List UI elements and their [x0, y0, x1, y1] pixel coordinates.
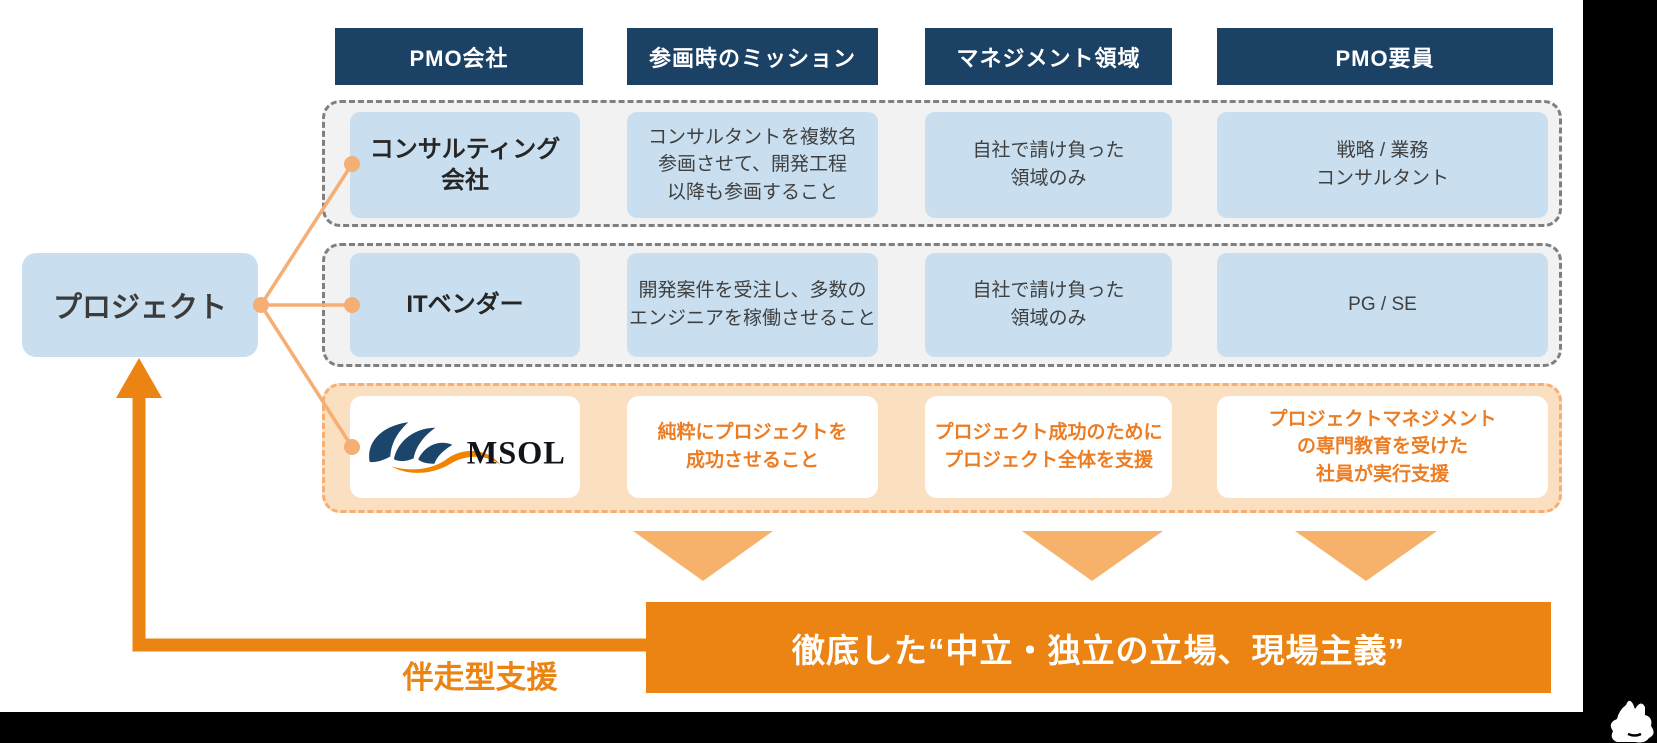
banner: 徹底した“中立・独立の立場、現場主義”: [646, 602, 1551, 693]
down-triangle-icons: [633, 531, 1437, 581]
cell-consulting-company: コンサルティング 会社: [350, 112, 580, 218]
banner-label: 徹底した“中立・独立の立場、現場主義”: [792, 631, 1405, 669]
column-header-pmo-company: PMO会社: [335, 28, 583, 85]
project-box: プロジェクト: [22, 253, 258, 357]
down-triangle-icon: [1295, 531, 1437, 581]
support-type-label: 伴走型支援: [402, 660, 558, 695]
msol-logo-text: MSOL: [467, 435, 564, 471]
cell-it-vendor-mission: 開発案件を受注し、多数の エンジニアを稼働させること: [627, 253, 878, 357]
cell-it-vendor-domain: 自社で請け負った 領域のみ: [925, 253, 1172, 357]
cell-it-vendor-company: ITベンダー: [350, 253, 580, 357]
cell-msol-mission: 純粋にプロジェクトを 成功させること: [627, 396, 878, 498]
cell-consulting-mission: コンサルタントを複数名 参画させて、開発工程 以降も参画すること: [627, 112, 878, 218]
cell-consulting-domain: 自社で請け負った 領域のみ: [925, 112, 1172, 218]
bottom-black-band: [0, 712, 1657, 743]
cell-it-vendor-staff: PG / SE: [1217, 253, 1548, 357]
msol-wave-icon: [369, 421, 453, 464]
column-header-management-domain: マネジメント領域: [925, 28, 1172, 85]
cell-consulting-staff: 戦略 / 業務 コンサルタント: [1217, 112, 1548, 218]
project-label: プロジェクト: [52, 292, 227, 324]
right-black-band: [1583, 0, 1657, 743]
msol-logo: MSOL: [369, 421, 564, 473]
down-triangle-icon: [1022, 531, 1163, 581]
column-header-pmo-staff: PMO要員: [1217, 28, 1553, 85]
cell-msol-logo-box: MSOL: [350, 396, 580, 498]
column-header-mission: 参画時のミッション: [627, 28, 878, 85]
cell-msol-domain: プロジェクト成功のために プロジェクト全体を支援: [925, 396, 1172, 498]
down-triangle-icon: [633, 531, 773, 581]
cell-msol-staff: プロジェクトマネジメント の専門教育を受けた 社員が実行支援: [1217, 396, 1548, 498]
